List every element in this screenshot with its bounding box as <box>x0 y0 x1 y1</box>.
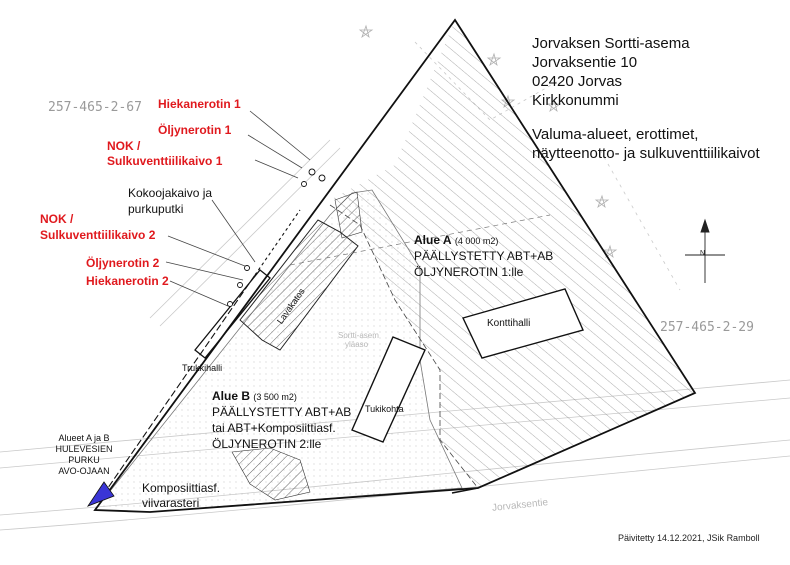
zone-b-title: Alue B <box>212 389 251 403</box>
site-postal: 02420 Jorvas <box>532 73 623 90</box>
tukikohta-label: Tukikohta <box>365 404 404 414</box>
outlet-line-1: Alueet A ja B <box>58 433 110 443</box>
north-letter: N <box>700 250 706 257</box>
zone-b-heading: Alue B (3 500 m2) <box>212 389 297 405</box>
label-nok-2: NOK / <box>40 212 74 226</box>
site-address: Jorvaksentie 10 <box>532 54 638 71</box>
north-arrow <box>685 218 725 283</box>
zone-b-surface: PÄÄLLYSTETTY ABT+AB <box>212 405 352 419</box>
drain-pipe <box>102 274 256 496</box>
konttihalli-label: Konttihalli <box>487 318 531 329</box>
site-boundary <box>93 18 697 513</box>
zone-a-heading: Alue A (4 000 m2) <box>414 233 498 249</box>
komposiitti-label-1: Komposiittiasf. <box>142 481 221 495</box>
sortti-faint-label: Sortti-asem <box>338 331 379 340</box>
zone-b-area-size: (3 500 m2) <box>253 392 297 402</box>
zone-a-area <box>330 20 695 488</box>
trukkihalli-label: Trukkihalli <box>182 363 223 373</box>
tukikohta-building <box>351 336 426 443</box>
label-purkuputki: purkuputki <box>128 202 184 216</box>
zone-a-surface: PÄÄLLYSTETTY ABT+AB <box>414 249 554 263</box>
outlet-line-2: HULEVESIEN <box>55 444 113 454</box>
parcel-id-left: 257-465-2-67 <box>48 100 142 115</box>
outlet-label: Alueet A ja B HULEVESIEN PURKU AVO-OJAAN <box>44 433 124 477</box>
komposiitti-strip-top <box>334 191 363 239</box>
zone-b-surface-alt: tai ABT+Komposiittiasf. <box>212 421 336 435</box>
site-name: Jorvaksen Sortti-asema <box>532 35 690 52</box>
trukkihalli-building <box>194 269 271 359</box>
label-oljynerotin-2: Öljynerotin 2 <box>86 256 160 270</box>
label-hiekanerotin-2: Hiekanerotin 2 <box>86 274 169 288</box>
label-oljynerotin-1: Öljynerotin 1 <box>158 123 232 137</box>
komposiitti-label-2: viivarasteri <box>142 496 200 510</box>
komposiitti-strip-bottom <box>231 447 311 501</box>
label-sulkuventtiilikaivo-2: Sulkuventtiilikaivo 2 <box>40 228 156 242</box>
zone-a-area-size: (4 000 m2) <box>454 236 499 246</box>
manhole-markers <box>227 168 326 307</box>
label-nok-1: NOK / <box>107 139 141 153</box>
outlet-line-4: AVO-OJAAN <box>58 466 110 476</box>
konttihalli-building <box>462 288 584 359</box>
zone-a-separator: ÖLJYNEROTIN 1:lle <box>414 265 524 279</box>
drawing-subtitle-1: Valuma-alueet, erottimet, <box>532 126 699 143</box>
sortti-faint-label-2: yläaso <box>345 340 369 349</box>
label-sulkuventtiilikaivo-1: Sulkuventtiilikaivo 1 <box>107 154 223 168</box>
label-kokoojakaivo: Kokoojakaivo ja <box>128 186 213 200</box>
parcel-id-right: 257-465-2-29 <box>660 320 754 335</box>
leader-lines <box>165 110 311 307</box>
updated-footer: Päivitetty 14.12.2021, JSik Ramboll <box>618 533 760 543</box>
zone-b-separator: ÖLJYNEROTIN 2:lle <box>212 437 322 451</box>
drawing-subtitle-2: näytteenotto- ja sulkuventtiilikaivot <box>532 145 760 162</box>
lavakatos-building <box>239 219 359 351</box>
site-municipality: Kirkkonummi <box>532 92 619 109</box>
outlet-arrow-icon <box>86 481 115 507</box>
zone-a-title: Alue A <box>414 233 452 247</box>
zone-divider <box>329 204 479 489</box>
label-hiekanerotin-1: Hiekanerotin 1 <box>158 97 241 111</box>
outlet-line-3: PURKU <box>68 455 100 465</box>
